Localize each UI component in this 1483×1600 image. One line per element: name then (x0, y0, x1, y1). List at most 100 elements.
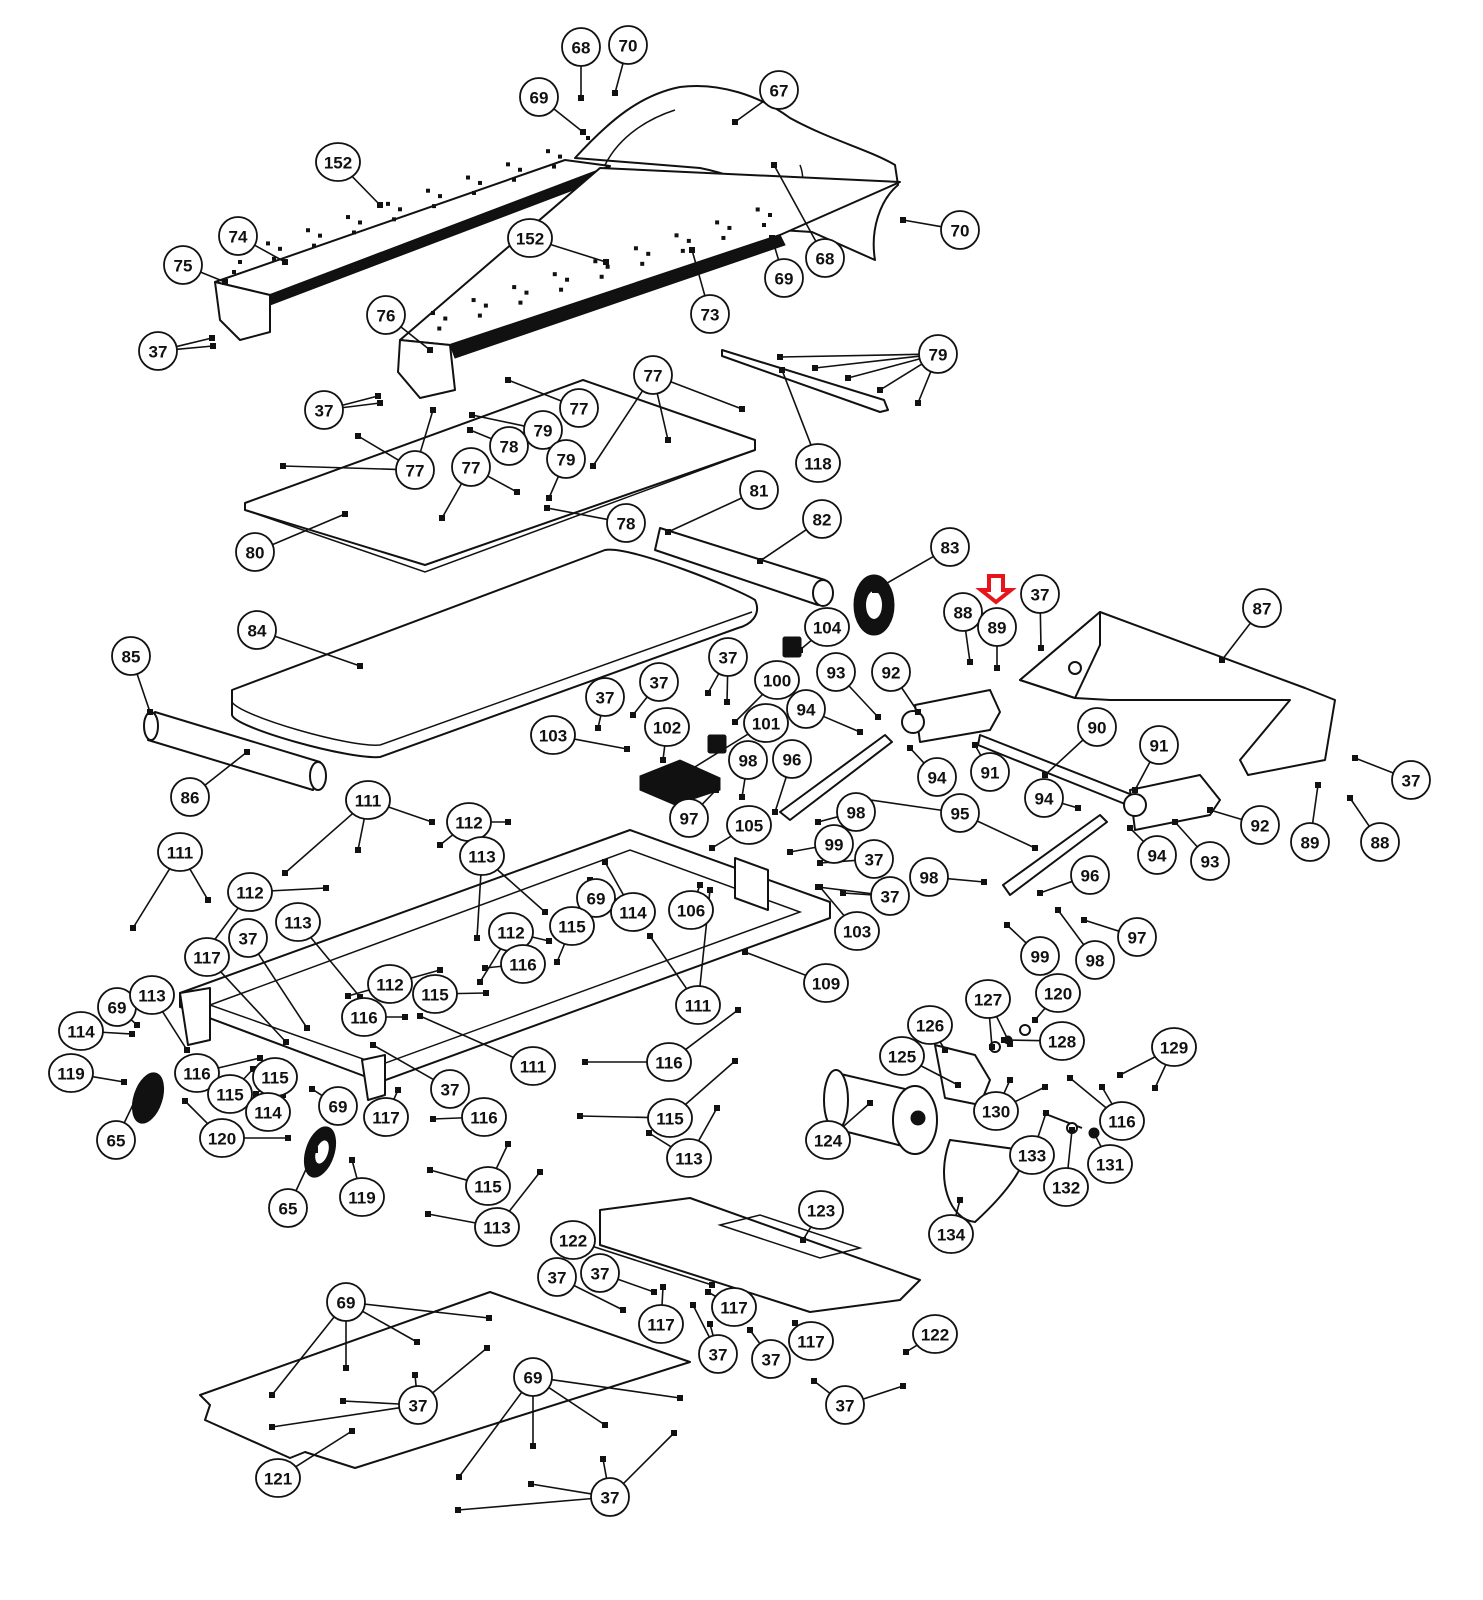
callout-37[interactable]: 37 (228, 918, 268, 958)
callout-100[interactable]: 100 (754, 660, 800, 700)
callout-88[interactable]: 88 (1360, 822, 1400, 862)
callout-37[interactable]: 37 (537, 1257, 577, 1297)
callout-77[interactable]: 77 (559, 388, 599, 428)
callout-115[interactable]: 115 (549, 906, 595, 946)
callout-94[interactable]: 94 (1137, 835, 1177, 875)
callout-104[interactable]: 104 (804, 607, 850, 647)
callout-119[interactable]: 119 (48, 1053, 94, 1093)
callout-126[interactable]: 126 (907, 1005, 953, 1045)
callout-112[interactable]: 112 (227, 872, 273, 912)
callout-112[interactable]: 112 (367, 964, 413, 1004)
callout-98[interactable]: 98 (728, 740, 768, 780)
callout-91[interactable]: 91 (1139, 725, 1179, 765)
callout-78[interactable]: 78 (606, 503, 646, 543)
callout-84[interactable]: 84 (237, 610, 277, 650)
callout-119[interactable]: 119 (339, 1177, 385, 1217)
callout-88[interactable]: 88 (943, 592, 983, 632)
callout-134[interactable]: 134 (928, 1214, 974, 1254)
callout-122[interactable]: 122 (550, 1220, 596, 1260)
callout-103[interactable]: 103 (834, 911, 880, 951)
callout-115[interactable]: 115 (465, 1166, 511, 1206)
callout-69[interactable]: 69 (326, 1282, 366, 1322)
callout-111[interactable]: 111 (675, 985, 721, 1025)
callout-112[interactable]: 112 (488, 912, 534, 952)
callout-37[interactable]: 37 (639, 662, 679, 702)
callout-123[interactable]: 123 (798, 1190, 844, 1230)
callout-116[interactable]: 116 (500, 944, 546, 984)
callout-114[interactable]: 114 (610, 892, 656, 932)
callout-98[interactable]: 98 (836, 792, 876, 832)
callout-103[interactable]: 103 (530, 715, 576, 755)
callout-80[interactable]: 80 (235, 532, 275, 572)
callout-65[interactable]: 65 (96, 1120, 136, 1160)
callout-89[interactable]: 89 (1290, 822, 1330, 862)
callout-128[interactable]: 128 (1039, 1021, 1085, 1061)
callout-121[interactable]: 121 (255, 1458, 301, 1498)
callout-73[interactable]: 73 (690, 294, 730, 334)
callout-118[interactable]: 118 (795, 443, 841, 483)
callout-37[interactable]: 37 (304, 390, 344, 430)
callout-77[interactable]: 77 (633, 355, 673, 395)
callout-77[interactable]: 77 (451, 447, 491, 487)
callout-130[interactable]: 130 (973, 1091, 1019, 1131)
callout-81[interactable]: 81 (739, 470, 779, 510)
callout-74[interactable]: 74 (218, 216, 258, 256)
callout-106[interactable]: 106 (668, 890, 714, 930)
callout-97[interactable]: 97 (669, 798, 709, 838)
callout-132[interactable]: 132 (1043, 1167, 1089, 1207)
callout-79[interactable]: 79 (546, 439, 586, 479)
callout-117[interactable]: 117 (363, 1097, 409, 1137)
callout-113[interactable]: 113 (666, 1138, 712, 1178)
callout-99[interactable]: 99 (814, 824, 854, 864)
callout-93[interactable]: 93 (1190, 841, 1230, 881)
callout-129[interactable]: 129 (1151, 1027, 1197, 1067)
callout-37[interactable]: 37 (751, 1339, 791, 1379)
callout-97[interactable]: 97 (1117, 917, 1157, 957)
callout-69[interactable]: 69 (764, 258, 804, 298)
callout-117[interactable]: 117 (788, 1321, 834, 1361)
callout-113[interactable]: 113 (459, 836, 505, 876)
callout-37[interactable]: 37 (398, 1385, 438, 1425)
callout-85[interactable]: 85 (111, 636, 151, 676)
callout-37[interactable]: 37 (590, 1477, 630, 1517)
callout-152[interactable]: 152 (507, 218, 553, 258)
callout-117[interactable]: 117 (184, 937, 230, 977)
callout-113[interactable]: 113 (275, 902, 321, 942)
callout-69[interactable]: 69 (318, 1086, 358, 1126)
callout-94[interactable]: 94 (917, 757, 957, 797)
callout-37[interactable]: 37 (1391, 760, 1431, 800)
callout-68[interactable]: 68 (561, 27, 601, 67)
callout-112[interactable]: 112 (446, 802, 492, 842)
callout-37[interactable]: 37 (138, 331, 178, 371)
callout-115[interactable]: 115 (412, 974, 458, 1014)
callout-117[interactable]: 117 (711, 1287, 757, 1327)
callout-78[interactable]: 78 (489, 426, 529, 466)
callout-76[interactable]: 76 (366, 295, 406, 335)
callout-111[interactable]: 111 (510, 1046, 556, 1086)
callout-116[interactable]: 116 (646, 1042, 692, 1082)
callout-86[interactable]: 86 (170, 777, 210, 817)
callout-105[interactable]: 105 (726, 805, 772, 845)
callout-69[interactable]: 69 (513, 1357, 553, 1397)
callout-92[interactable]: 92 (1240, 805, 1280, 845)
callout-109[interactable]: 109 (803, 963, 849, 1003)
callout-68[interactable]: 68 (805, 238, 845, 278)
callout-37[interactable]: 37 (825, 1385, 865, 1425)
callout-94[interactable]: 94 (1024, 778, 1064, 818)
callout-69[interactable]: 69 (97, 987, 137, 1027)
callout-116[interactable]: 116 (341, 997, 387, 1037)
callout-116[interactable]: 116 (174, 1053, 220, 1093)
callout-37[interactable]: 37 (698, 1334, 738, 1374)
callout-124[interactable]: 124 (805, 1120, 851, 1160)
callout-90[interactable]: 90 (1077, 707, 1117, 747)
callout-37[interactable]: 37 (430, 1069, 470, 1109)
callout-114[interactable]: 114 (245, 1092, 291, 1132)
callout-37[interactable]: 37 (870, 876, 910, 916)
callout-93[interactable]: 93 (816, 652, 856, 692)
callout-116[interactable]: 116 (461, 1097, 507, 1137)
callout-99[interactable]: 99 (1020, 936, 1060, 976)
callout-83[interactable]: 83 (930, 527, 970, 567)
callout-67[interactable]: 67 (759, 70, 799, 110)
callout-152[interactable]: 152 (315, 142, 361, 182)
callout-69[interactable]: 69 (576, 878, 616, 918)
